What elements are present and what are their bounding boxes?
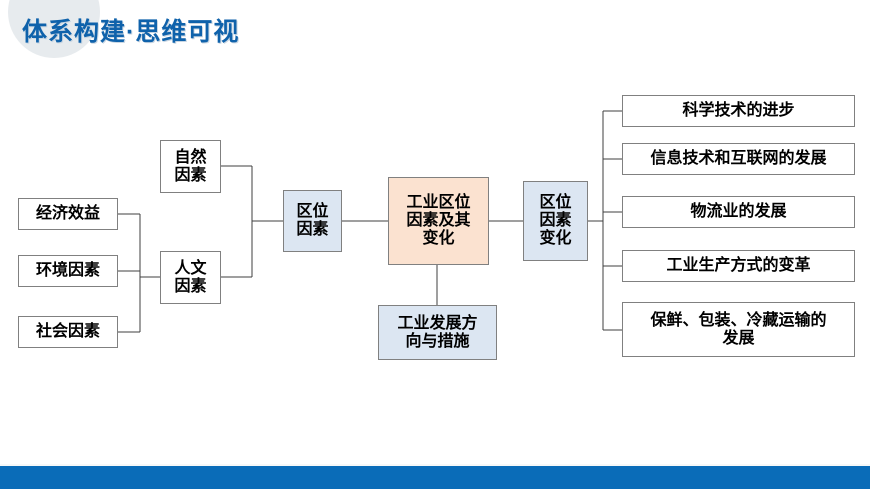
footer-bar [0, 466, 870, 489]
node-industrial-production-mode-reform[interactable]: 工业生产方式的变革 [622, 250, 855, 282]
node-location-factor-changes[interactable]: 区位 因素 变化 [523, 181, 588, 261]
node-scientific-technological-progress[interactable]: 科学技术的进步 [622, 95, 855, 127]
footer-hairline [0, 464, 870, 466]
node-logistics-development[interactable]: 物流业的发展 [622, 196, 855, 228]
page-title: 体系构建·思维可视 [22, 18, 240, 46]
node-human-factors[interactable]: 人文 因素 [160, 251, 221, 304]
node-natural-factors[interactable]: 自然 因素 [160, 140, 221, 193]
node-environmental-factor[interactable]: 环境因素 [18, 255, 118, 287]
node-it-and-internet-development[interactable]: 信息技术和互联网的发展 [622, 143, 855, 175]
node-industrial-location-factors-and-changes[interactable]: 工业区位 因素及其 变化 [388, 177, 489, 265]
node-location-factors[interactable]: 区位 因素 [283, 190, 342, 252]
node-industrial-development-direction-and-measures[interactable]: 工业发展方 向与措施 [378, 305, 497, 360]
node-social-factor[interactable]: 社会因素 [18, 316, 118, 348]
node-economic-benefit[interactable]: 经济效益 [18, 198, 118, 230]
node-preservation-packaging-cold-chain-development[interactable]: 保鲜、包装、冷藏运输的 发展 [622, 302, 855, 357]
